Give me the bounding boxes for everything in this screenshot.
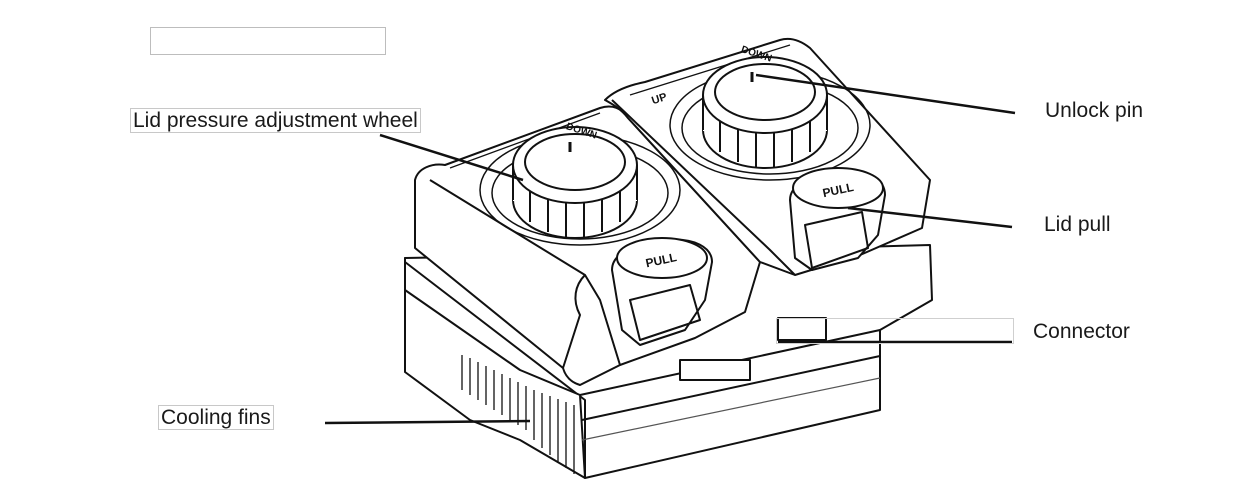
leader-lines (324, 73, 1016, 425)
label-unlock-pin: Unlock pin (1045, 99, 1144, 122)
label-lid-pull: Lid pull (1044, 213, 1111, 236)
right-lid-pull (789, 167, 886, 271)
pull-marking-left: PULL (644, 250, 678, 270)
cooling-fins (461, 355, 575, 474)
leader-lid-pull (847, 206, 1013, 229)
right-adjustment-wheel (702, 56, 828, 169)
leader-lid-wheel (379, 133, 524, 182)
left-adjustment-wheel (512, 126, 638, 239)
empty-label-box (150, 27, 386, 55)
leader-cooling-fins (324, 419, 531, 425)
label-lid-pressure-wheel: Lid pressure adjustment wheel (130, 108, 421, 133)
label-connector: Connector (1033, 320, 1130, 343)
leader-unlock-pin (755, 73, 1016, 115)
left-lid-pull (611, 237, 713, 346)
up-marking-right: UP (650, 91, 668, 107)
label-cooling-fins: Cooling fins (158, 405, 274, 430)
pull-marking-right: PULL (821, 180, 855, 200)
connector-callout-frame (776, 318, 1014, 344)
